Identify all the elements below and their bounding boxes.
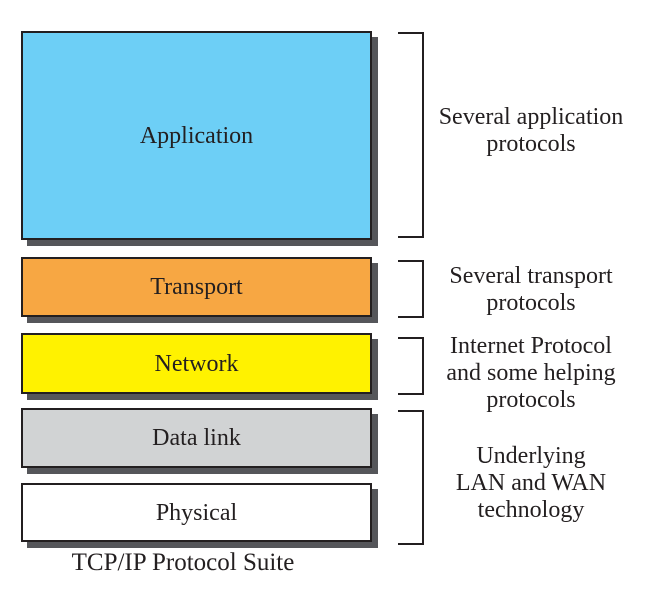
layer-label-transport: Transport <box>150 274 243 300</box>
annotation-line: protocols <box>486 131 576 157</box>
annotation-line: Internet Protocol <box>450 333 612 359</box>
annotation-line: LAN and WAN <box>455 470 607 496</box>
annotation-line: Several transport <box>449 263 613 289</box>
annotation-line: and some helping <box>446 360 616 386</box>
bracket-icon-application <box>398 32 424 238</box>
annotation-application: Several application protocols <box>422 104 640 158</box>
annotation-line: technology <box>477 497 585 523</box>
annotation-line: Underlying <box>476 443 586 469</box>
layer-label-application: Application <box>139 122 254 149</box>
bracket-icon-underlying <box>398 410 424 545</box>
annotation-transport: Several transport protocols <box>422 263 640 317</box>
annotation-network: Internet Protocol and some helping proto… <box>422 333 640 414</box>
layer-label-physical: Physical <box>155 499 238 526</box>
layer-box-network: Network <box>21 333 372 394</box>
layer-box-application: Application <box>21 31 372 240</box>
annotation-line: Several application <box>438 104 624 130</box>
bracket-icon-transport <box>398 260 424 318</box>
bracket-icon-network <box>398 337 424 395</box>
layer-label-network: Network <box>154 350 239 377</box>
diagram-caption: TCP/IP Protocol Suite <box>71 549 295 576</box>
layer-label-datalink: Data link <box>152 425 241 451</box>
layer-box-datalink: Data link <box>21 408 372 468</box>
layer-box-transport: Transport <box>21 257 372 317</box>
annotation-underlying: Underlying LAN and WAN technology <box>422 443 640 524</box>
layer-box-physical: Physical <box>21 483 372 542</box>
annotation-line: protocols <box>486 290 576 316</box>
annotation-line: protocols <box>486 387 576 413</box>
